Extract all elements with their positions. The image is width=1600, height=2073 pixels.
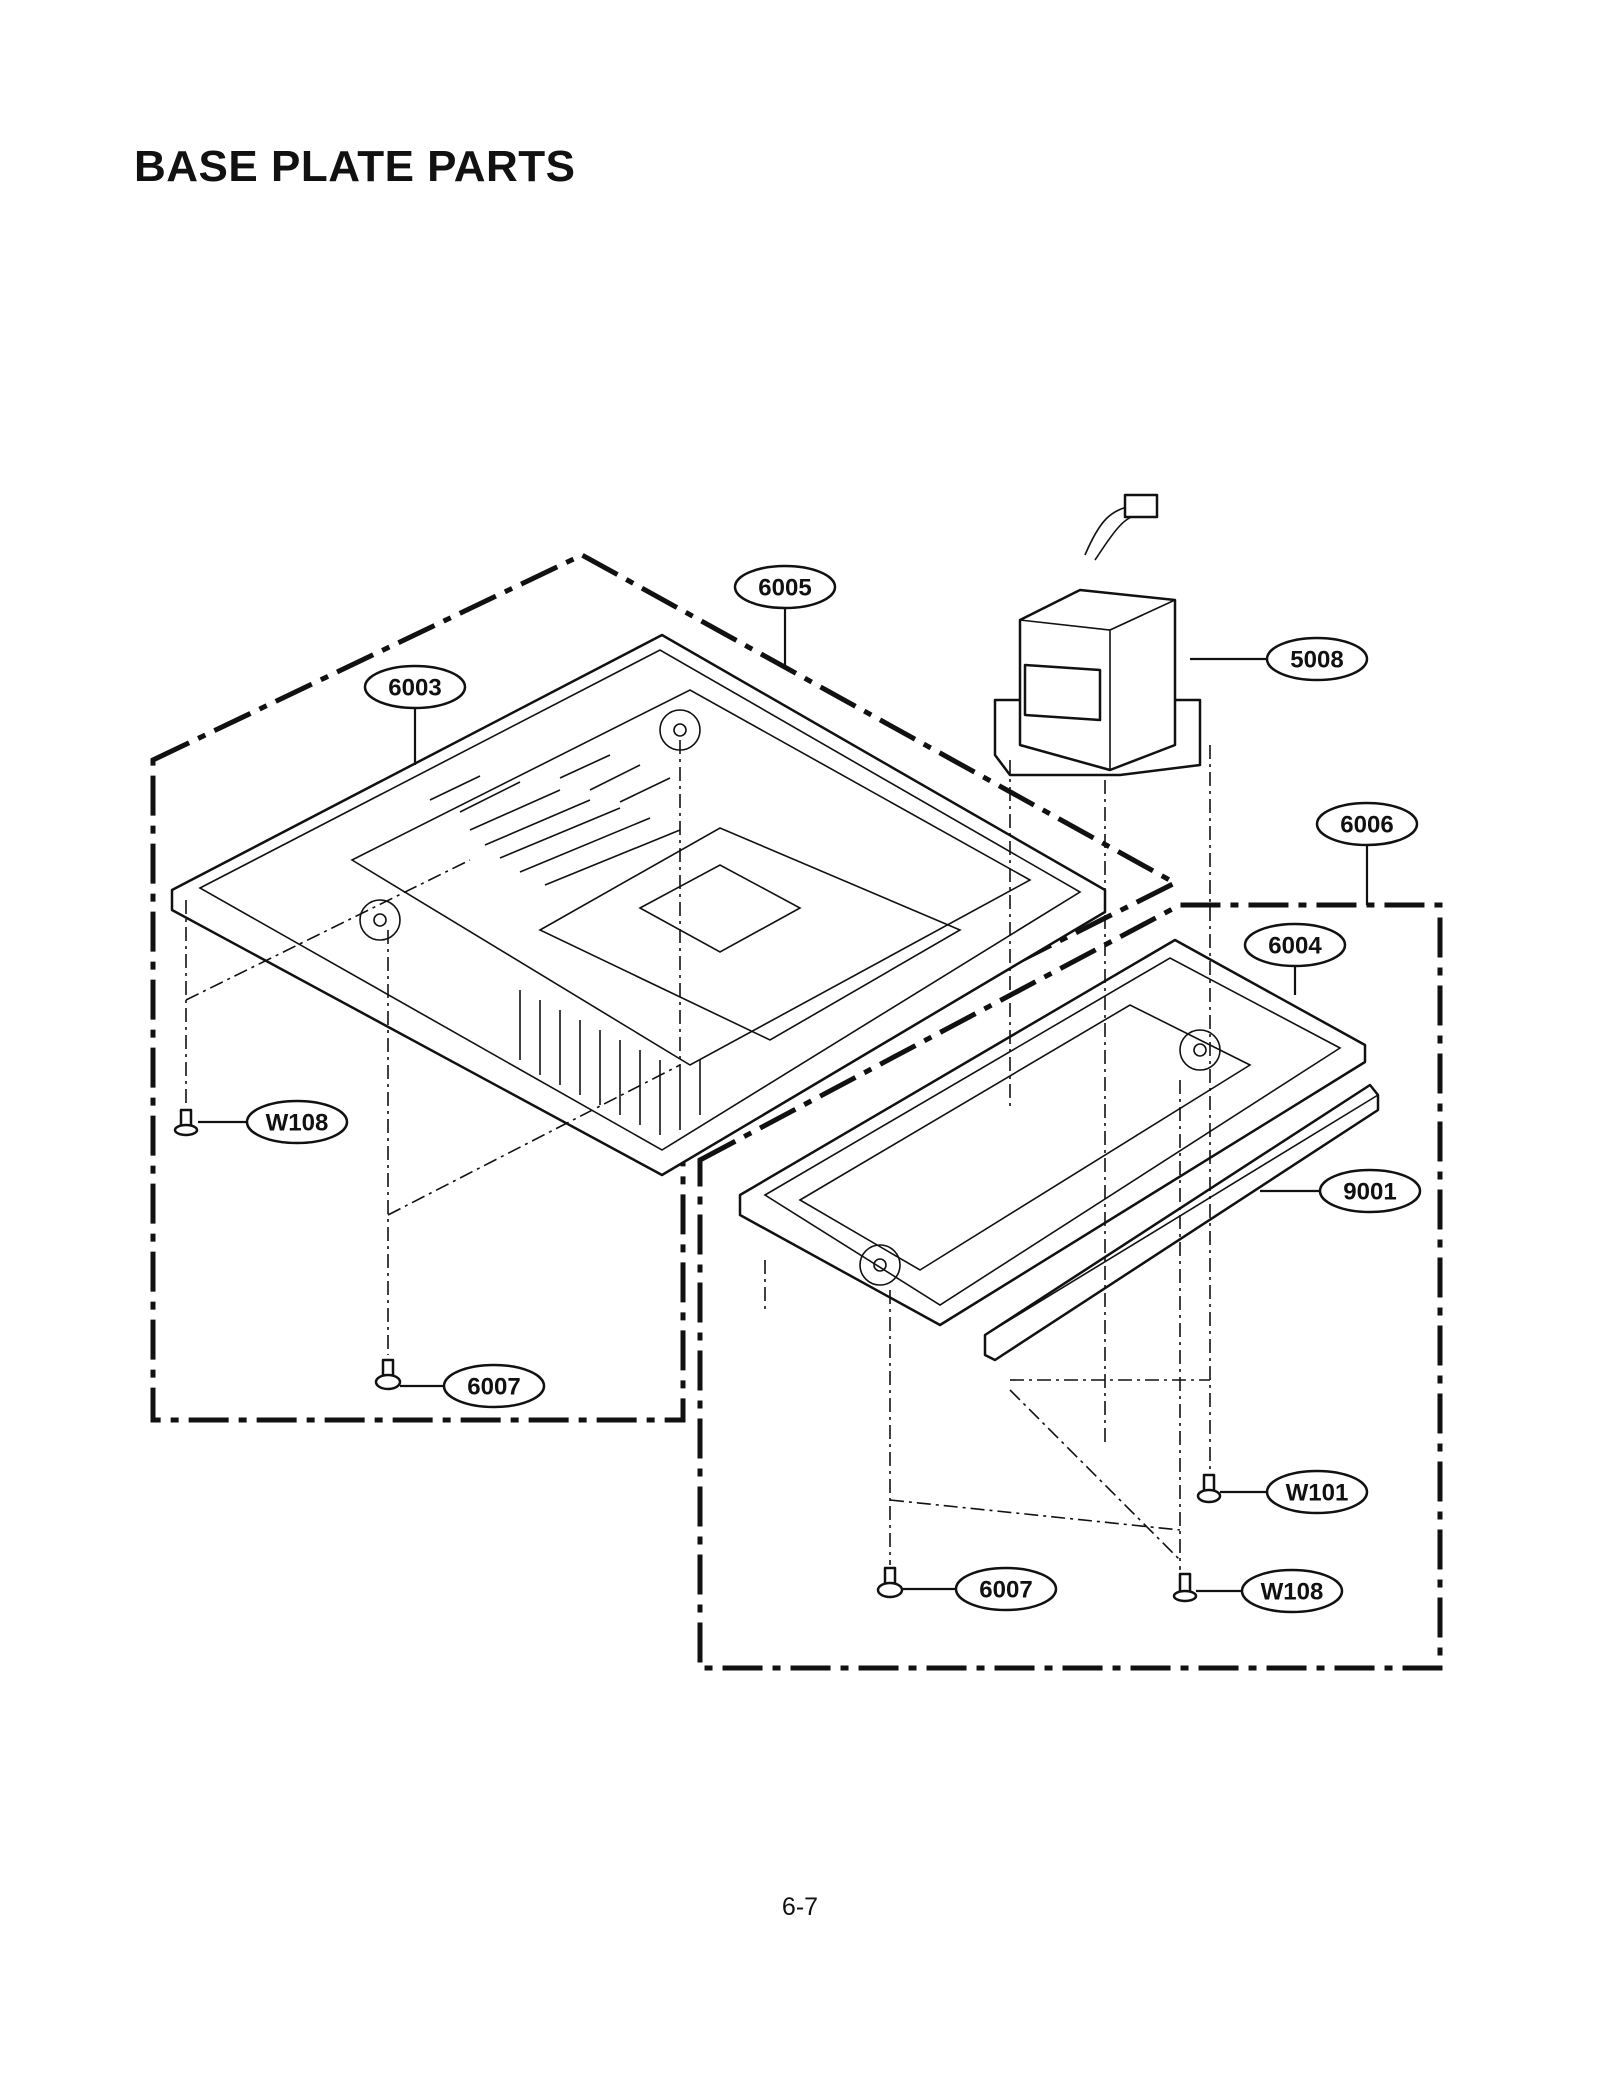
callout-6005: 6005 [733, 564, 837, 665]
callout-w101-label: W101 [1286, 1480, 1349, 1507]
callout-6003-label: 6003 [388, 675, 441, 702]
callout-6007-left-label: 6007 [467, 1374, 520, 1401]
callout-9001: 9001 [1260, 1168, 1422, 1214]
callout-w108-right: W108 [1196, 1568, 1344, 1614]
transformer-5008 [993, 493, 1202, 777]
callout-5008: 5008 [1190, 636, 1369, 682]
callout-5008-label: 5008 [1290, 647, 1343, 674]
base-plate-6003 [170, 633, 1107, 1177]
screw-w101 [1196, 1473, 1222, 1504]
vent-slots-side [519, 990, 701, 1135]
callout-w101: W101 [1220, 1469, 1369, 1515]
screw-w108-right [1172, 1572, 1198, 1603]
callout-6005-label: 6005 [758, 575, 811, 602]
callout-w108-left-label: W108 [266, 1110, 329, 1137]
assembly-projection-lines [185, 740, 1211, 1570]
vent-slots-top [429, 754, 681, 886]
screw-6007-right [876, 1566, 904, 1599]
page-number: 6-7 [781, 1893, 819, 1921]
callout-6004-label: 6004 [1268, 933, 1322, 960]
callout-6007-right: 6007 [902, 1566, 1058, 1612]
gasket-strip-9001 [983, 1083, 1380, 1362]
callout-w108-right-label: W108 [1261, 1579, 1324, 1606]
callout-6006-label: 6006 [1340, 812, 1393, 839]
callout-6003: 6003 [363, 664, 467, 765]
page-title: BASE PLATE PARTS [134, 142, 576, 191]
screw-6007-left [374, 1358, 402, 1391]
base-plate-6004 [738, 938, 1367, 1327]
callout-6007-left: 6007 [400, 1363, 546, 1409]
group-boundary-6006 [697, 902, 1443, 1671]
screw-w108-left [173, 1108, 199, 1137]
callout-w108-left: W108 [198, 1099, 349, 1145]
callout-6004: 6004 [1243, 922, 1347, 995]
callout-9001-label: 9001 [1343, 1179, 1396, 1206]
callout-6006: 6006 [1315, 801, 1419, 905]
callout-6007-right-label: 6007 [979, 1577, 1032, 1604]
